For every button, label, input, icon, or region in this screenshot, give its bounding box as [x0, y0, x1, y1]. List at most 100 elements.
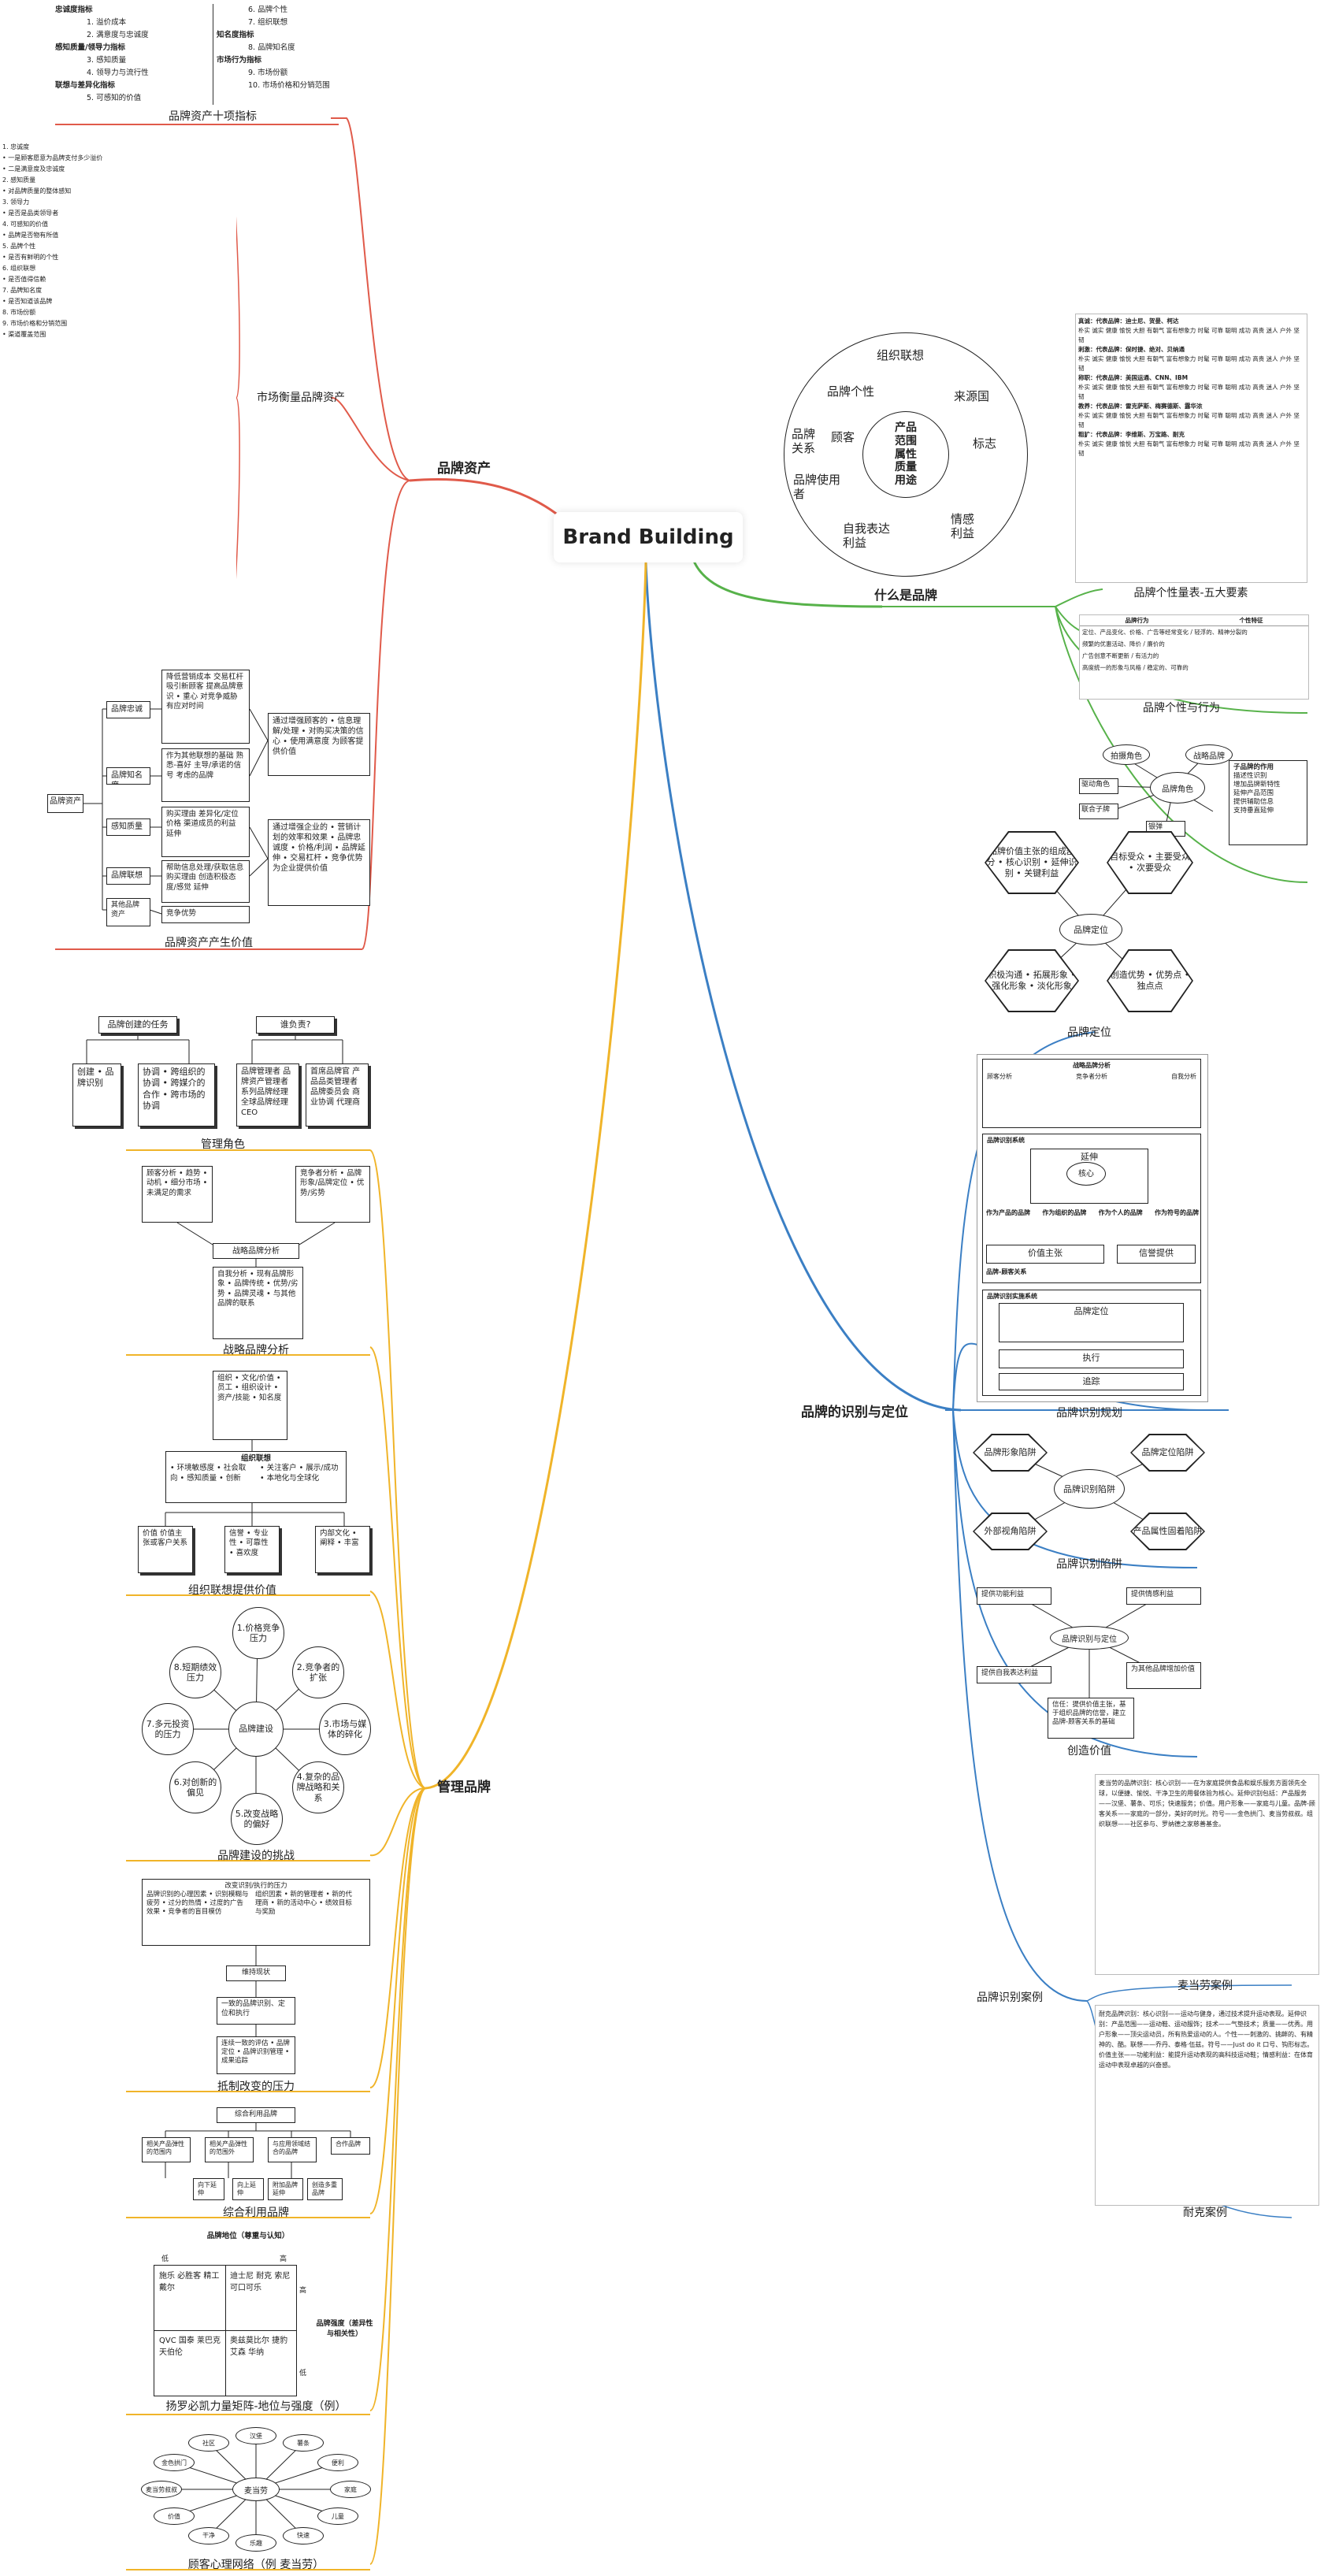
ring-relationship: 品牌关系 — [792, 427, 816, 455]
caption-market-measure: 市场衡量品牌资产 — [257, 392, 345, 404]
tip-item: 描述性识别 — [1233, 772, 1267, 781]
matrix-q1: 施乐 必胜客 精工 戴尔 — [159, 2272, 220, 2292]
roles-coord: 协调 • 跨组织的协调 • 跨媒介的合作 • 跨市场的协调 — [138, 1063, 215, 1127]
org-value: 价值 价值主张或客户关系 — [138, 1526, 193, 1573]
branch-identity-positioning[interactable]: 品牌的识别与定位 — [801, 1405, 908, 1420]
indicator-line: 市场行为指标 — [217, 56, 262, 65]
resist-top-left: 品牌识别的心理因素 • 识别模糊与疲劳 • 过分的热情 • 过度的广告效果 • … — [146, 1891, 249, 1917]
market-measure-line: 3. 领导力 — [2, 199, 30, 206]
network-node: 儿童 — [317, 2507, 358, 2525]
hex-text: 外部视角陷阱 — [974, 1514, 1046, 1549]
strat-center: 战略品牌分析 — [213, 1243, 299, 1259]
int-mid: 与应用领域结合的品牌 — [268, 2137, 317, 2162]
plan-persp: 作为个人的品牌 — [1098, 1209, 1143, 1216]
caption-resist: 抵制改变的压力 — [217, 2080, 295, 2093]
plan-col: 自我分析 — [1171, 1073, 1196, 1081]
hex-value-prop: 品牌价值主张的组成部分 • 核心识别 • 延伸识别 • 关键利益 — [985, 831, 1079, 894]
matrix-side-title: 品牌强度（差异性与相关性） — [316, 2320, 373, 2338]
market-measure-line: • 品牌是否物有所值 — [2, 232, 59, 239]
value-quality: 购买理由 差异化/定位 价格 渠道成员的利益 延伸 — [161, 807, 250, 857]
int-bot: 向上延伸 — [232, 2178, 264, 2200]
create-value-diagram: 品牌资产 品牌忠诚 品牌知名度 感知质量 品牌联想 其他品牌资产 降低营销成本 … — [43, 670, 374, 937]
market-measure-line: • 二是满意度及忠诚度 — [2, 165, 65, 173]
matrix-q4: 奥兹莫比尔 捷豹 艾森 华纳 — [230, 2337, 288, 2357]
plan-core: 核心 — [1066, 1162, 1106, 1186]
personality-behavior-table: 品牌行为个性特征定位、产品变化、价格、广告等经常变化 / 轻浮的、精神分裂的频繁… — [1079, 614, 1309, 700]
org-culture: 内部文化 • 阐释 • 丰富 — [315, 1526, 370, 1573]
tip-item: 支持垂直延伸 — [1233, 807, 1274, 815]
org-assoc-diagram: 组织 • 文化/价值 • 员工 • 组织设计 • 资产/技能 • 知名度 组织联… — [138, 1371, 374, 1579]
indicator-line: 3. 感知质量 — [87, 56, 127, 65]
indicator-line: 联想与差异化指标 — [55, 81, 116, 90]
strat-competitor: 竞争者分析 • 品牌形象/品牌定位 • 优势/劣势 — [295, 1166, 370, 1223]
market-measure-line: • 对品牌质量的整体感知 — [2, 187, 72, 195]
caption-integrated: 综合利用品牌 — [223, 2207, 289, 2219]
cv2-node: 提供情感利益 — [1126, 1587, 1201, 1605]
hex-text: 积极沟通 • 拓展形象 • 强化形象 • 淡化形象 — [986, 951, 1077, 1011]
tip-item: 提供辅助信息 — [1233, 798, 1274, 807]
network-diagram: 麦当劳 汉堡薯条便利家庭儿童快速乐趣干净价值麦当劳叔叔金色拱门社区 — [138, 2422, 374, 2556]
indicator-line: 8. 品牌知名度 — [248, 43, 295, 52]
trap-center: 品牌识别陷阱 — [1054, 1469, 1125, 1509]
strategic-analysis-diagram: 顾客分析 • 趋势 • 动机 • 细分市场 • 未满足的需求 竞争者分析 • 品… — [142, 1166, 370, 1343]
asset-loyalty: 品牌忠诚 — [106, 701, 150, 718]
core-item: 范围 — [895, 434, 917, 447]
brand-role-center: 品牌角色 — [1150, 772, 1205, 804]
hex-target: 目标受众 • 主要受众 • 次要受众 — [1107, 831, 1193, 894]
hex-text: 品牌价值主张的组成部分 • 核心识别 • 延伸识别 • 关键利益 — [986, 833, 1077, 893]
plan-persp: 作为符号的品牌 — [1154, 1209, 1199, 1216]
plan-identity-system: 品牌识别系统 延伸 核心 作为产品的品牌 作为组织的品牌 作为个人的品牌 作为符… — [982, 1134, 1201, 1283]
ring-customer: 顾客 — [831, 430, 855, 444]
plan-vp: 价值主张 — [986, 1245, 1104, 1264]
org-top: 组织 • 文化/价值 • 员工 • 组织设计 • 资产/技能 • 知名度 — [213, 1371, 287, 1440]
pb-head: 个性特征 — [1239, 617, 1263, 624]
org-mid-right: • 关注客户 • 展示/成功 • 本地化与全球化 — [260, 1464, 339, 1483]
int-bot: 创造多重品牌 — [307, 2178, 343, 2200]
ring-selfexpr: 自我表达利益 — [843, 522, 891, 550]
scale-head: 称职：代表品牌：美国运通、CNN、IBM — [1078, 374, 1189, 381]
network-node: 价值 — [154, 2507, 195, 2525]
org-mid-left: • 环境敏感度 • 社会取向 • 感知质量 • 创新 — [170, 1464, 247, 1483]
roles-create: 创建 • 品牌识别 — [72, 1063, 121, 1127]
caption-network: 顾客心理网络（例 麦当劳） — [187, 2559, 325, 2571]
market-measure-line: 9. 市场价格和分销范围 — [2, 320, 68, 327]
root-node[interactable]: Brand Building — [554, 512, 743, 562]
caption-mcd-case: 麦当劳案例 — [1178, 1980, 1233, 1992]
pb-row: 频繁的优惠活动、降价 / 廉价的 — [1082, 640, 1165, 648]
identity-trap-diagram: 品牌识别陷阱 品牌形象陷阱 品牌定位陷阱 外部视角陷阱 产品属性固着陷阱 — [973, 1434, 1205, 1552]
caption-identity-trap: 品牌识别陷阱 — [1056, 1558, 1122, 1571]
trap-node: 外部视角陷阱 — [973, 1513, 1048, 1550]
market-measure-line: • 是否是品类领导者 — [2, 210, 59, 217]
pb-row: 高度统一的形象与风格 / 稳定的、可靠的 — [1082, 664, 1189, 671]
challenge-item: 2.竞争者的扩张 — [292, 1646, 344, 1698]
ring-org: 组织联想 — [877, 348, 925, 362]
caption-identity-plan: 品牌识别规划 — [1056, 1407, 1122, 1420]
int-mid: 相关产品弹性的范围外 — [205, 2137, 254, 2162]
branch-what-is-brand[interactable]: 什么是品牌 — [874, 588, 938, 603]
tip-item: 增加品牌新特性 — [1233, 781, 1281, 789]
matrix-diagram: 品牌地位（尊重与认知） 低 高 施乐 必胜客 精工 戴尔 迪士尼 耐克 索尼 可… — [138, 2229, 374, 2396]
caption-cases: 品牌识别案例 — [977, 1991, 1043, 2004]
pb-row: 广告创意不断更新 / 有活力的 — [1082, 652, 1159, 659]
indicator-line: 感知质量/领导力指标 — [55, 43, 125, 52]
core-item: 质量 — [895, 461, 917, 474]
network-node: 干净 — [188, 2526, 229, 2544]
core-item: 用途 — [895, 474, 917, 488]
hex-advantage: 创造优势 • 优势点 • 独点点 — [1107, 949, 1193, 1012]
challenge-item: 5.改变战略的偏好 — [231, 1793, 283, 1845]
value-other: 竞争优势 — [161, 906, 250, 923]
branch-brand-assets[interactable]: 品牌资产 — [437, 461, 491, 477]
role-node: 拍摄角色 — [1103, 744, 1150, 765]
plan-ext: 延伸 — [1081, 1152, 1098, 1162]
network-center: 麦当劳 — [232, 2478, 280, 2501]
value-to-firm: 通过增强企业的 • 营销计划的效率和效果 • 品牌忠诚度 • 价格/利润 • 品… — [268, 819, 370, 906]
pb-row: 定位、产品变化、价格、广告等经常变化 / 轻浮的、精神分裂的 — [1082, 629, 1248, 636]
indicator-line: 知名度指标 — [217, 31, 254, 39]
int-bot: 附加品牌延伸 — [268, 2178, 303, 2200]
cv2-node: 为其他品牌增加价值 — [1126, 1662, 1201, 1689]
market-measure-line: 1. 忠诚度 — [2, 143, 30, 150]
branch-manage-brand[interactable]: 管理品牌 — [437, 1780, 491, 1795]
plan-cred: 信誉提供 — [1117, 1245, 1196, 1264]
roles-who-list2: 首席品牌官 产品品类管理者 品牌委员会 商业协调 代理商 — [306, 1063, 369, 1127]
ring-symbol: 标志 — [973, 436, 997, 451]
